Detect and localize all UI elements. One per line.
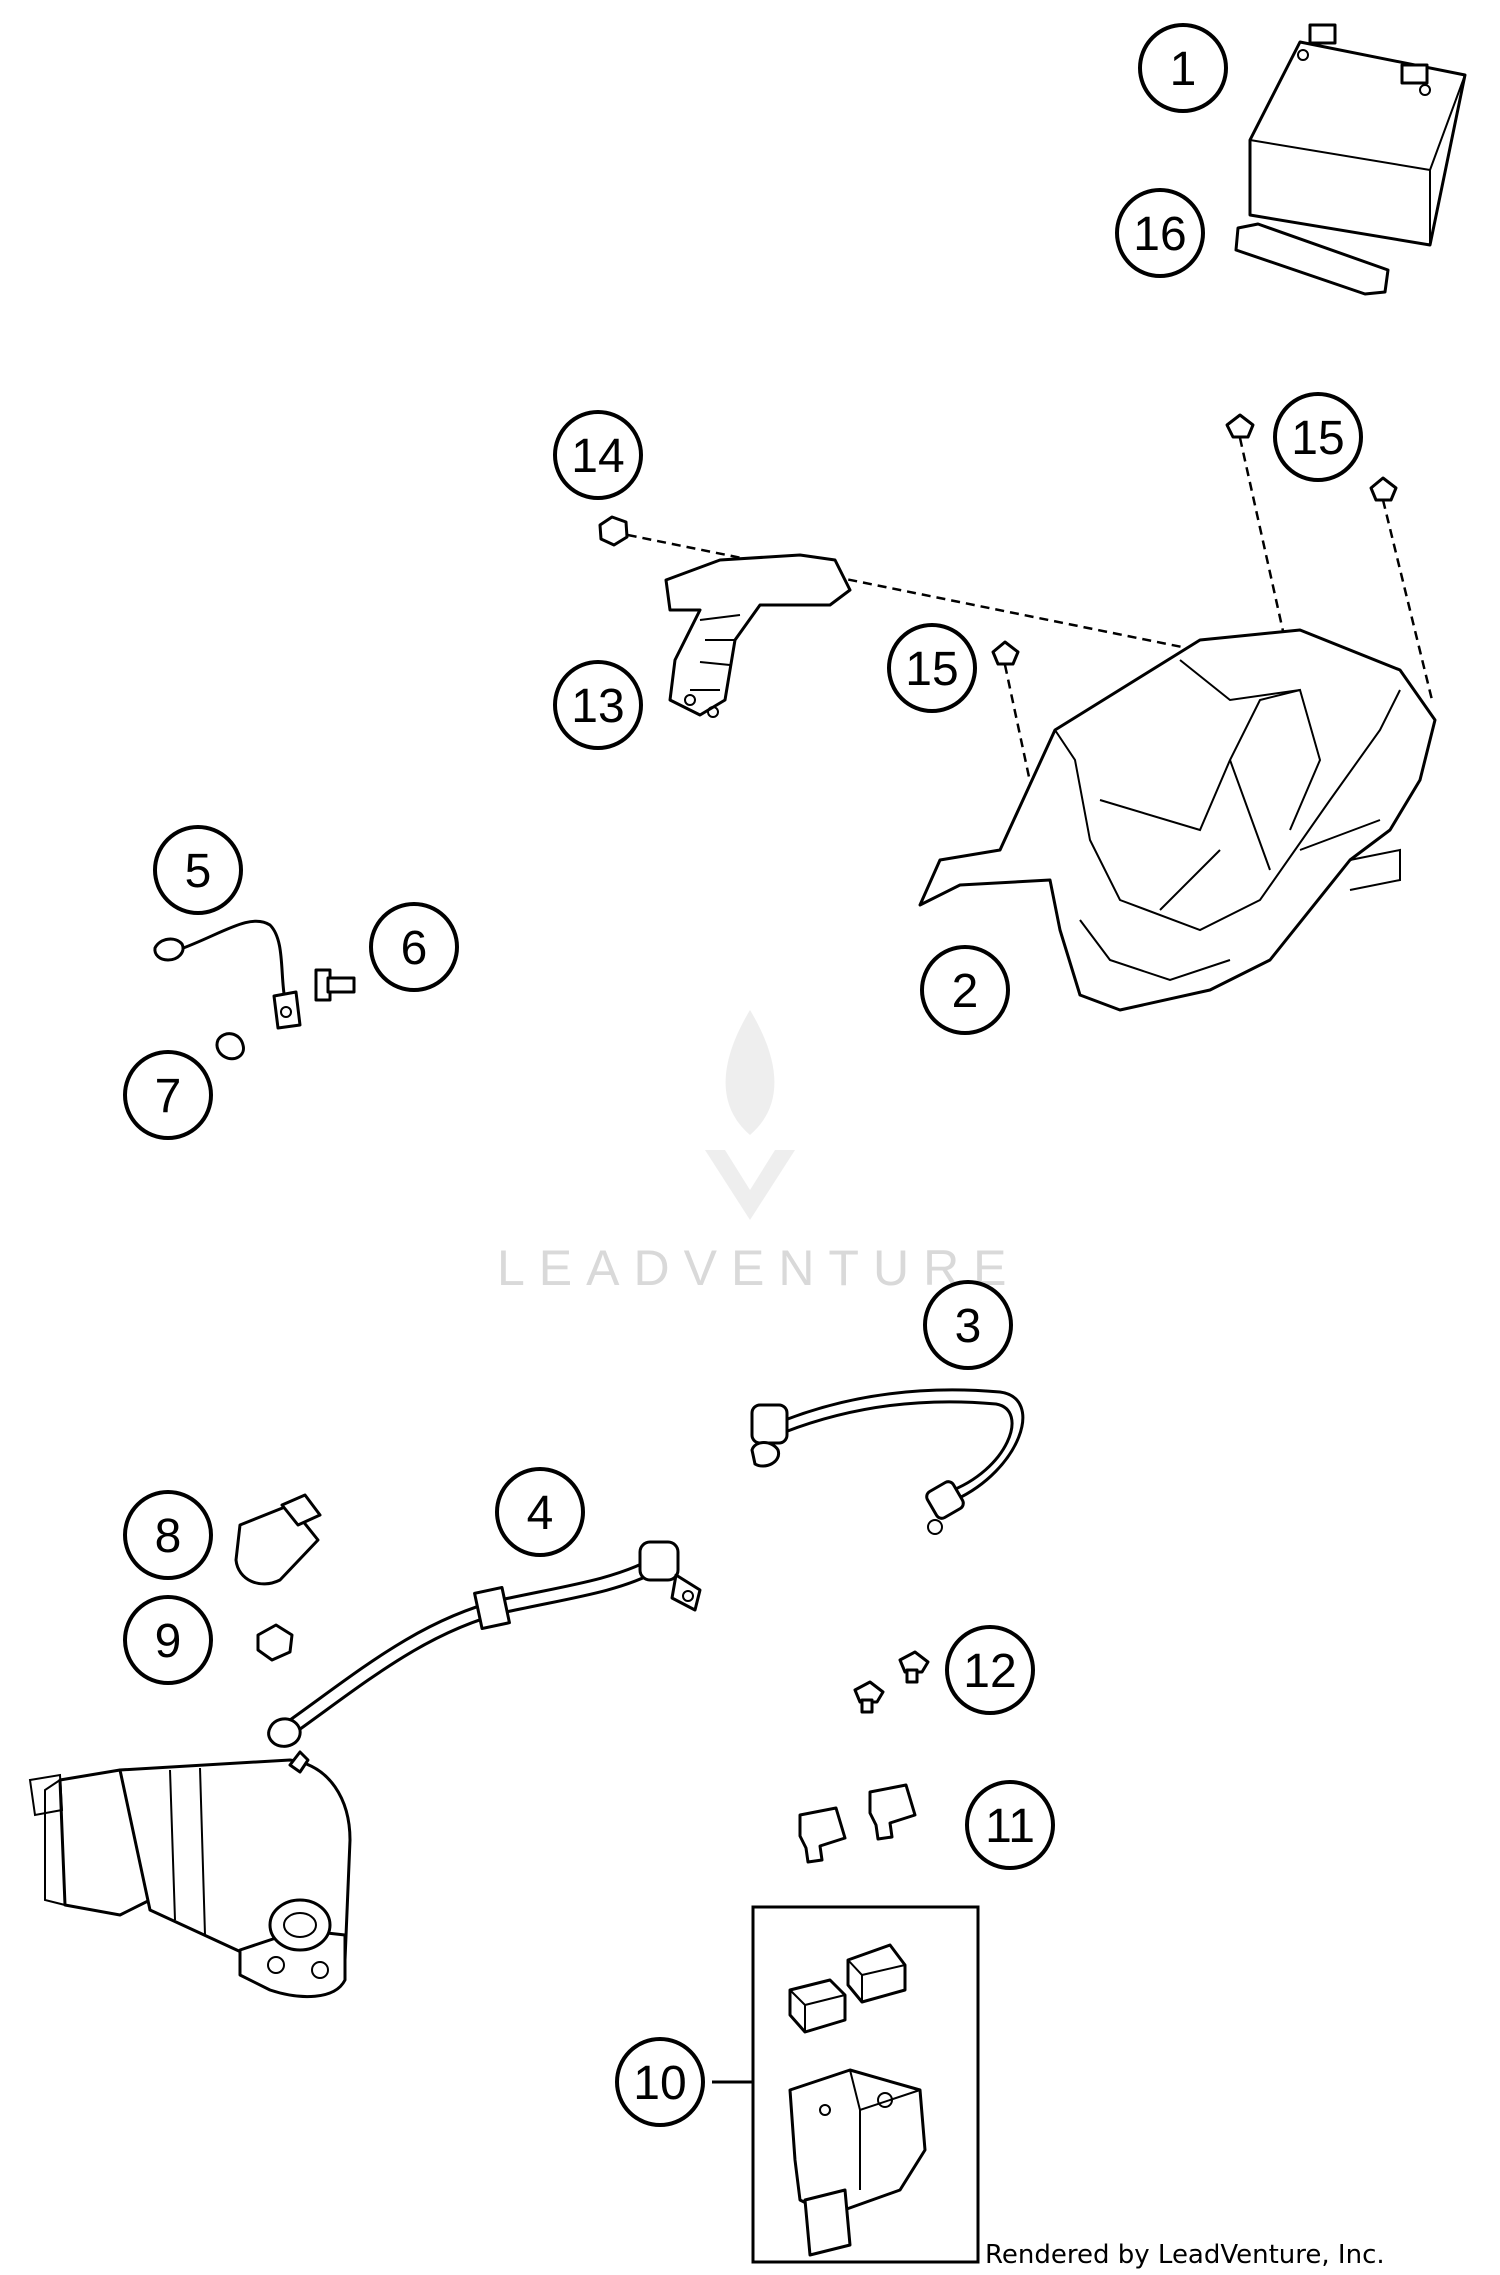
svg-text:1: 1 <box>1170 43 1197 96</box>
callout-12: 12 <box>945 1625 1035 1715</box>
svg-text:9: 9 <box>155 1615 182 1668</box>
callout-10: 10 <box>615 2037 705 2127</box>
svg-text:10: 10 <box>633 2057 686 2110</box>
starter-motor <box>28 1750 352 1999</box>
battery-pad <box>1234 222 1390 296</box>
nut-14 <box>598 515 629 547</box>
bracket <box>664 553 852 718</box>
svg-text:11: 11 <box>985 1800 1035 1853</box>
svg-text:6: 6 <box>401 922 428 975</box>
svg-text:2: 2 <box>952 965 979 1018</box>
washer <box>215 1032 245 1061</box>
bolt <box>314 968 356 1002</box>
svg-text:14: 14 <box>571 430 624 483</box>
svg-text:15: 15 <box>905 643 958 696</box>
svg-text:5: 5 <box>185 845 212 898</box>
fuse-screws <box>853 1650 930 1714</box>
starter-relay <box>788 1943 927 2257</box>
svg-text:4: 4 <box>527 1487 554 1540</box>
svg-text:3: 3 <box>955 1300 982 1353</box>
svg-text:13: 13 <box>571 680 624 733</box>
svg-text:12: 12 <box>963 1645 1016 1698</box>
watermark-logo <box>705 1010 795 1220</box>
watermark-text: LEADVENTURE <box>497 1240 1021 1296</box>
callout-13: 13 <box>553 660 643 750</box>
battery-box <box>918 628 1437 1012</box>
callout-11: 11 <box>965 1780 1055 1870</box>
callout-6: 6 <box>369 902 459 992</box>
svg-text:15: 15 <box>1291 412 1344 465</box>
svg-text:7: 7 <box>155 1070 182 1123</box>
callout-5: 5 <box>153 825 243 915</box>
nut-9 <box>256 1623 294 1662</box>
callout-15: 15 <box>887 623 977 713</box>
callout-8: 8 <box>123 1490 213 1580</box>
callout-3: 3 <box>923 1280 1013 1370</box>
callout-9: 9 <box>123 1595 213 1685</box>
callout-4: 4 <box>495 1467 585 1557</box>
starter-cable <box>267 1540 702 1748</box>
ground-cable <box>153 919 302 1030</box>
screws-15 <box>991 413 1398 666</box>
fuses <box>798 1783 917 1864</box>
callout-1: 1 <box>1138 23 1228 113</box>
callout-2: 2 <box>920 945 1010 1035</box>
terminal-cap <box>234 1493 322 1586</box>
callout-15: 15 <box>1273 392 1363 482</box>
callout-16: 16 <box>1115 188 1205 278</box>
callout-14: 14 <box>553 410 643 500</box>
svg-text:8: 8 <box>155 1510 182 1563</box>
battery <box>1248 23 1467 247</box>
callout-7: 7 <box>123 1050 213 1140</box>
positive-cable <box>750 1388 1025 1535</box>
svg-text:16: 16 <box>1133 208 1186 261</box>
credit-text: Rendered by LeadVenture, Inc. <box>985 2240 1385 2270</box>
